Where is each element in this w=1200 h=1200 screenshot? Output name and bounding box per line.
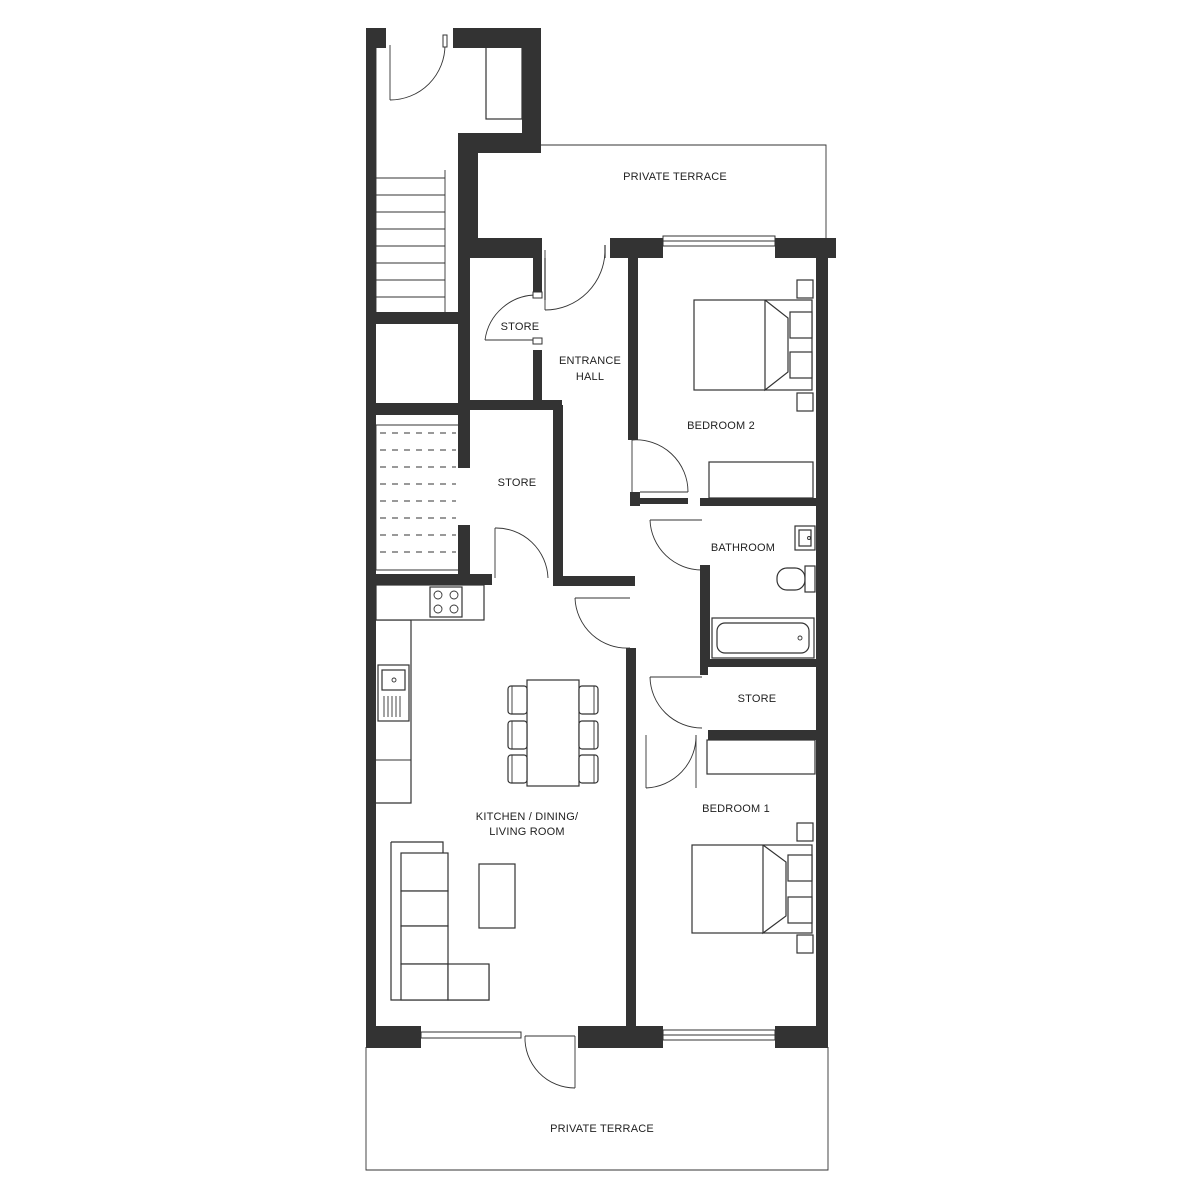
toilet <box>776 565 816 593</box>
door-store-upper[interactable] <box>484 291 543 345</box>
door-terrace[interactable] <box>524 1035 576 1089</box>
hob <box>429 586 463 618</box>
bed-bedroom2 <box>693 299 813 392</box>
label-bathroom: BATHROOM <box>711 542 775 554</box>
bedside-bedroom1 <box>796 822 814 954</box>
dining-table <box>526 679 580 787</box>
label-store-middle: STORE <box>498 477 537 489</box>
bedside-bedroom2 <box>796 279 814 412</box>
label-entrance-hall-line2: HALL <box>576 371 604 383</box>
wardrobe-bedroom2 <box>708 461 814 499</box>
label-store-lower: STORE <box>738 693 777 705</box>
label-bedroom2: BEDROOM 2 <box>687 420 755 432</box>
top-door[interactable] <box>389 34 448 101</box>
door-bedroom1[interactable] <box>645 734 697 789</box>
door-entrance[interactable] <box>544 245 606 311</box>
coffee-table <box>478 863 516 929</box>
label-living-line2: LIVING ROOM <box>489 826 565 838</box>
sofa <box>390 841 490 1001</box>
terrace-top-outline <box>540 144 827 238</box>
label-private-terrace-top: PRIVATE TERRACE <box>623 171 727 183</box>
label-living-line1: KITCHEN / DINING/ <box>476 811 579 823</box>
stairs <box>375 47 446 318</box>
stair-shelving <box>375 424 458 571</box>
door-bathroom[interactable] <box>649 519 703 571</box>
door-store-middle[interactable] <box>494 527 549 579</box>
walls <box>366 28 836 1048</box>
window-bedroom2 <box>662 235 776 247</box>
wardrobe-bedroom1 <box>706 739 816 775</box>
top-cupboard <box>485 46 523 120</box>
label-bedroom1: BEDROOM 1 <box>702 803 770 815</box>
bed-bedroom1 <box>691 844 813 935</box>
window-bedroom1 <box>662 1029 776 1041</box>
dining-chairs <box>507 685 599 784</box>
terrace-bottom-outline <box>365 1047 829 1171</box>
door-bedroom2[interactable] <box>631 439 689 493</box>
label-entrance-hall-line1: ENTRANCE <box>559 355 621 367</box>
label-private-terrace-bottom: PRIVATE TERRACE <box>550 1123 654 1135</box>
bath <box>711 617 815 659</box>
kitchen-sink <box>377 664 410 722</box>
stair-dash-lines <box>380 432 456 553</box>
window-living <box>420 1031 522 1039</box>
label-store-upper: STORE <box>501 321 540 333</box>
door-store-lower[interactable] <box>649 676 703 729</box>
basin <box>794 525 816 551</box>
door-living[interactable] <box>574 597 631 649</box>
